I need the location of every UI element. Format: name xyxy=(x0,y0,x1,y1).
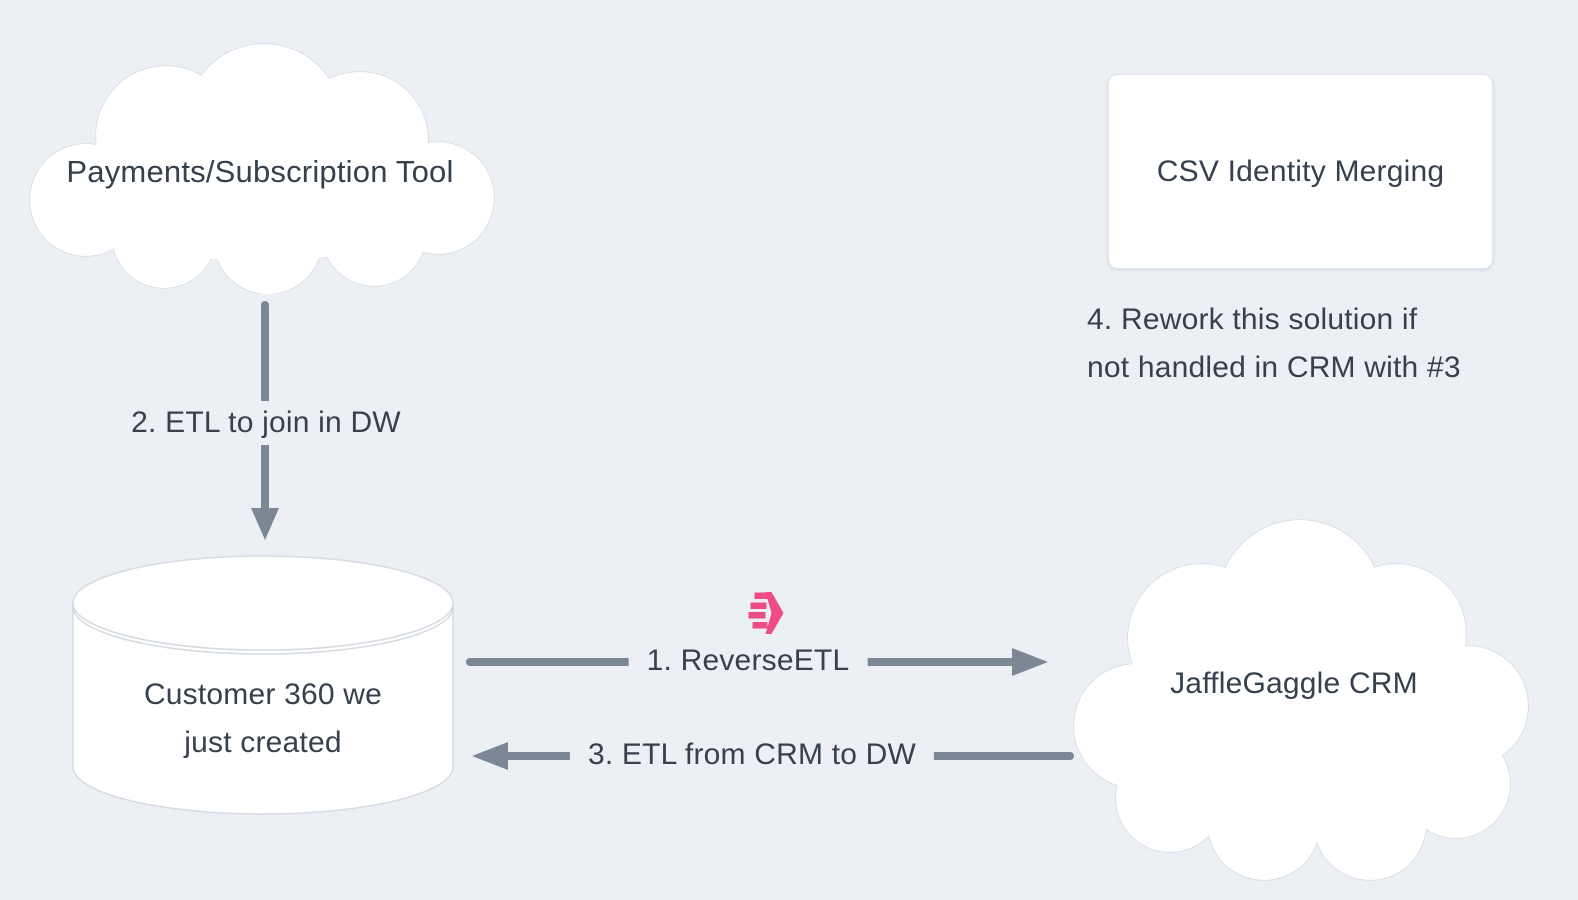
edge-label-reverse-etl: 1. ReverseETL xyxy=(628,639,868,683)
csv-identity-merging-box: CSV Identity Merging xyxy=(1108,74,1493,269)
crm-cloud-label: JaffleGaggle CRM xyxy=(1170,667,1418,700)
rework-note-line1: 4. Rework this solution if xyxy=(1087,303,1418,336)
hightouch-logo-icon xyxy=(748,592,784,634)
csv-identity-merging-label: CSV Identity Merging xyxy=(1156,154,1445,188)
customer-360-label: Customer 360 we just created xyxy=(72,671,454,767)
payments-cloud-label: Payments/Subscription Tool xyxy=(66,154,454,189)
customer-360-cylinder-shape xyxy=(72,555,454,815)
customer-360-label-line1: Customer 360 we xyxy=(143,678,383,711)
rework-note: 4. Rework this solution if not handled i… xyxy=(1087,296,1547,392)
rework-note-line2: not handled in CRM with #3 xyxy=(1087,351,1461,384)
customer-360-label-line2: just created xyxy=(184,726,342,759)
edge-label-etl-to-join: 2. ETL to join in DW xyxy=(113,401,419,445)
edge-label-etl-from-crm: 3. ETL from CRM to DW xyxy=(569,733,935,777)
